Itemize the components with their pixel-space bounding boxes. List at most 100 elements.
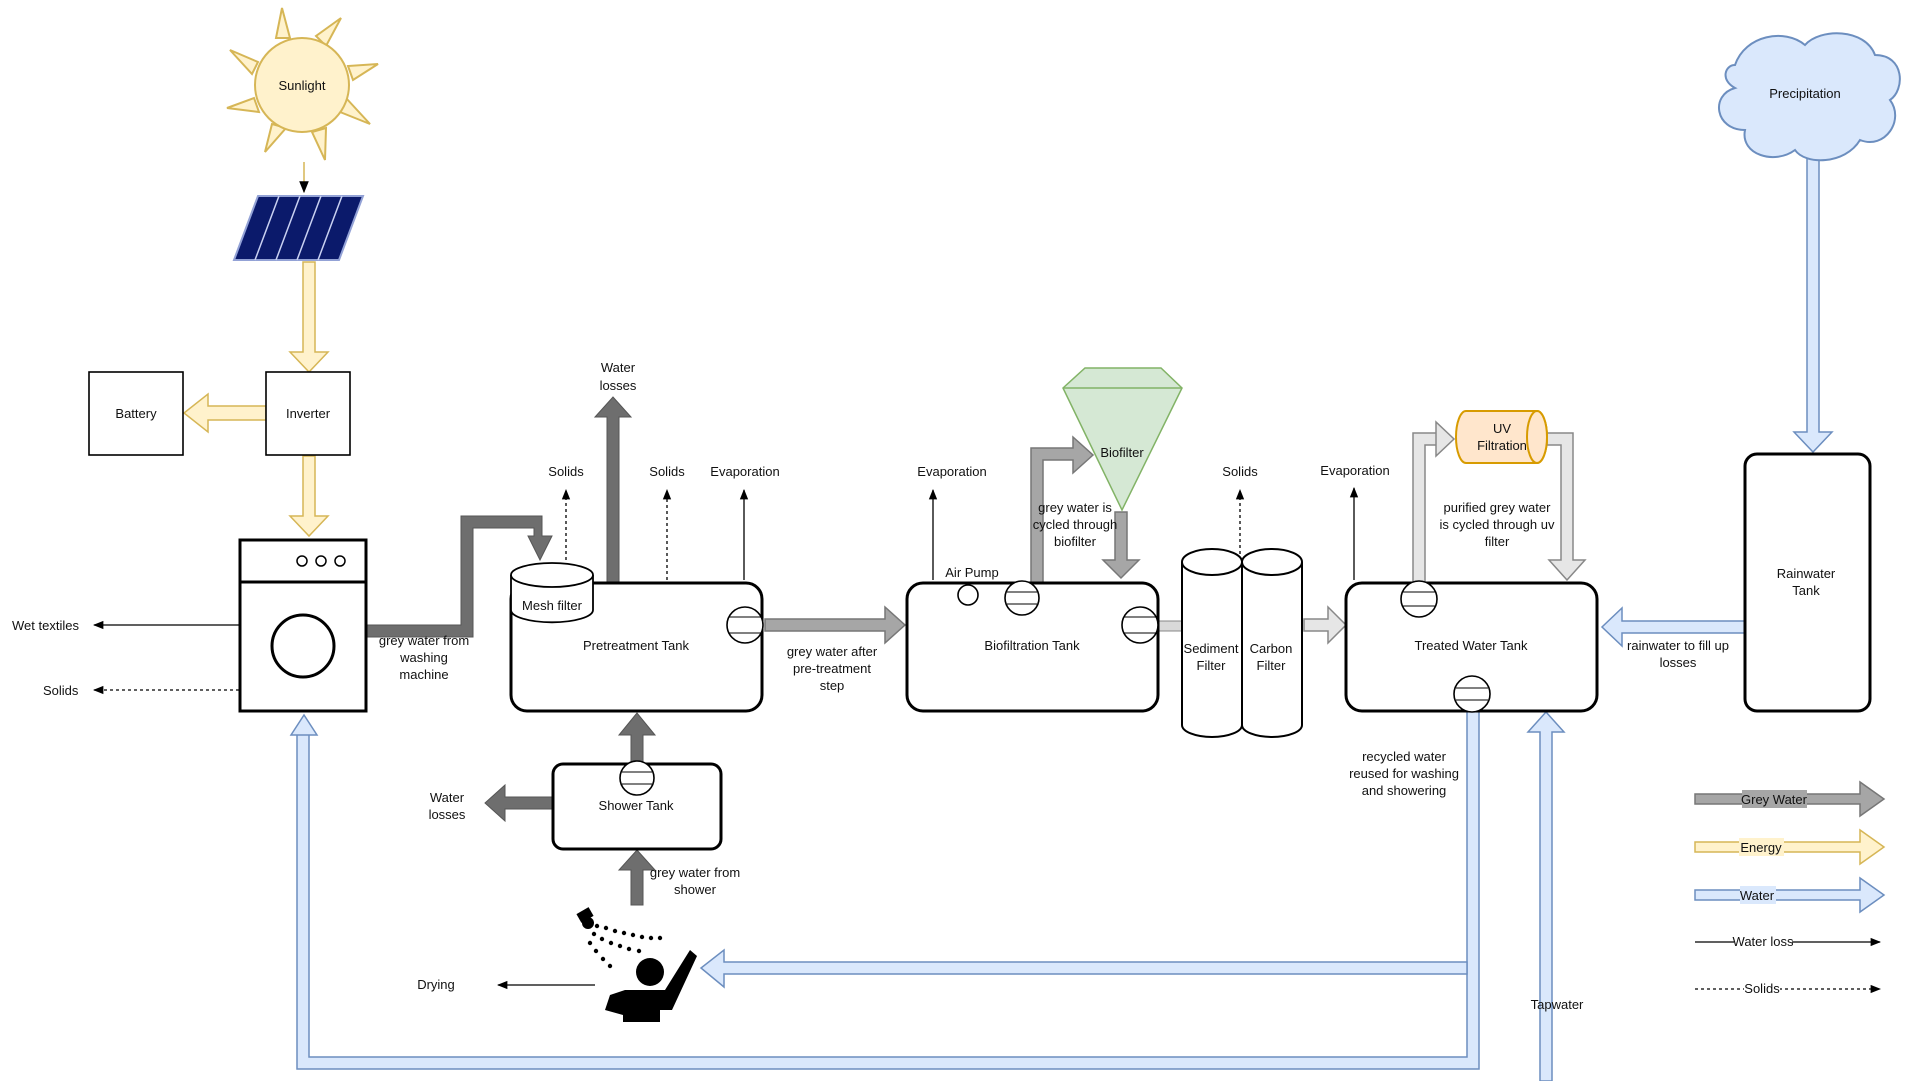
biofilter-label: Biofilter <box>1100 445 1144 460</box>
recycled-water-label-3: and showering <box>1362 783 1447 798</box>
legend-water-label: Water <box>1740 888 1775 903</box>
biofiltration-tank <box>905 581 1160 713</box>
inverter-label: Inverter <box>286 406 331 421</box>
pump-icon <box>1121 606 1159 644</box>
grey-water-washing-label-1: grey water from <box>379 633 469 648</box>
recycled-water-label-2: reused for washing <box>1349 766 1459 781</box>
grey-water-after-label-2: pre-treatment <box>793 661 871 676</box>
legend-water-arrow <box>1694 876 1886 914</box>
energy-arrow-inverter-washer <box>288 455 330 538</box>
rainwater-fill-label-2: losses <box>1660 655 1697 670</box>
uv-filtration-icon <box>1455 410 1548 464</box>
evaporation-label-1: Evaporation <box>710 464 779 479</box>
legend-solids-label: Solids <box>1744 981 1780 996</box>
legend-water-loss-label: Water loss <box>1733 934 1794 949</box>
shower-person-icon <box>576 907 697 1022</box>
pretreatment-tank-label: Pretreatment Tank <box>583 638 689 653</box>
grey-arrow-uv-treated <box>1546 432 1587 582</box>
purified-grey-water-label-2: is cycled through uv <box>1440 517 1555 532</box>
purified-grey-water-label-1: purified grey water <box>1444 500 1552 515</box>
water-losses-shower-label-2: losses <box>429 807 466 822</box>
water-arrow-rainwater-fill <box>1600 606 1746 648</box>
drying-label: Drying <box>417 977 455 992</box>
grey-water-after-label-1: grey water after <box>787 644 878 659</box>
pump-icon <box>726 606 764 644</box>
legend: Grey Water Energy Water Water loss Solid… <box>1694 780 1886 997</box>
water-arrow-tapwater <box>1526 710 1566 1081</box>
grey-water-cycled-label-2: cycled through <box>1033 517 1118 532</box>
energy-arrow-inverter-battery <box>182 392 267 434</box>
mesh-filter-icon <box>510 562 594 624</box>
rainwater-fill-label-1: rainwater to fill up <box>1627 638 1729 653</box>
evaporation-label-2: Evaporation <box>917 464 986 479</box>
grey-arrow-water-losses-top <box>593 396 633 586</box>
wet-textiles-label: Wet textiles <box>12 618 79 633</box>
precipitation-cloud-icon: Precipitation <box>1718 32 1901 162</box>
purified-grey-water-label-3: filter <box>1485 534 1510 549</box>
evaporation-label-3: Evaporation <box>1320 463 1389 478</box>
air-pump-icon <box>957 584 979 606</box>
sun-icon: Sunlight <box>226 7 379 161</box>
legend-energy-arrow <box>1694 828 1886 866</box>
biofilter-icon <box>1062 367 1183 512</box>
grey-arrow-shower-to-tank <box>617 849 657 906</box>
pump-icon <box>1004 580 1040 616</box>
grey-water-washing-label-3: machine <box>399 667 448 682</box>
sediment-filter-label-1: Sediment <box>1184 641 1239 656</box>
rainwater-tank-label-2: Tank <box>1792 583 1820 598</box>
pump-icon <box>619 760 655 796</box>
shower-tank-label: Shower Tank <box>599 798 674 813</box>
solids-label-1: Solids <box>548 464 584 479</box>
water-losses-top-label-2: losses <box>600 378 637 393</box>
inverter-box <box>265 371 351 456</box>
grey-arrow-washer-pretreatment <box>365 515 553 638</box>
grey-water-shower-label-2: shower <box>674 882 717 897</box>
grey-arrow-from-biofilter <box>1101 511 1141 580</box>
loss-arrows <box>92 486 1359 990</box>
sunlight-label: Sunlight <box>279 78 326 93</box>
grey-water-flows <box>365 396 1587 906</box>
tapwater-label: Tapwater <box>1531 997 1584 1012</box>
recycled-water-label-1: recycled water <box>1362 749 1446 764</box>
uv-filtration-label-1: UV <box>1493 421 1511 436</box>
legend-energy-label: Energy <box>1740 840 1782 855</box>
battery-label: Battery <box>115 406 157 421</box>
solids-left-label: Solids <box>43 683 79 698</box>
grey-water-cycled-label-3: biofilter <box>1054 534 1097 549</box>
legend-grey-water-label: Grey Water <box>1741 792 1808 807</box>
air-pump-label: Air Pump <box>945 565 998 580</box>
pump-icon <box>1453 675 1491 713</box>
grey-water-cycled-label-1: grey water is <box>1038 500 1112 515</box>
grey-arrow-filters-treated <box>1303 605 1348 645</box>
washing-machine-icon <box>238 538 368 713</box>
energy-arrow-panel-inverter <box>288 261 330 374</box>
biofiltration-tank-label: Biofiltration Tank <box>984 638 1080 653</box>
sediment-filter-icon <box>1181 548 1243 738</box>
sediment-filter-label-2: Filter <box>1197 658 1227 673</box>
water-flows <box>289 154 1834 1081</box>
energy-flows <box>182 162 330 538</box>
uv-filtration-label-2: Filtration <box>1477 438 1527 453</box>
grey-water-shower-label-1: grey water from <box>650 865 740 880</box>
precipitation-label: Precipitation <box>1769 86 1841 101</box>
water-arrow-precipitation <box>1792 154 1834 454</box>
grey-water-after-label-3: step <box>820 678 845 693</box>
water-losses-shower-label-1: Water <box>430 790 465 805</box>
carbon-filter-label-1: Carbon <box>1250 641 1293 656</box>
rainwater-tank-label-1: Rainwater <box>1777 566 1836 581</box>
carbon-filter-icon <box>1241 548 1303 738</box>
grey-arrow-pretreatment-biofiltration <box>764 605 907 645</box>
solids-label-3: Solids <box>1222 464 1258 479</box>
grey-arrow-shower-pretreatment <box>617 712 657 765</box>
battery-box <box>88 371 184 456</box>
water-losses-top-label-1: Water <box>601 360 636 375</box>
grey-arrow-shower-losses <box>484 783 554 823</box>
pump-icon <box>1400 580 1438 618</box>
grey-water-washing-label-2: washing <box>399 650 448 665</box>
carbon-filter-label-2: Filter <box>1257 658 1287 673</box>
water-arrow-recycled-shower <box>699 948 1468 989</box>
water-arrow-recycled-washer <box>297 711 1479 1069</box>
rainwater-tank <box>1743 452 1872 713</box>
solids-label-2: Solids <box>649 464 685 479</box>
